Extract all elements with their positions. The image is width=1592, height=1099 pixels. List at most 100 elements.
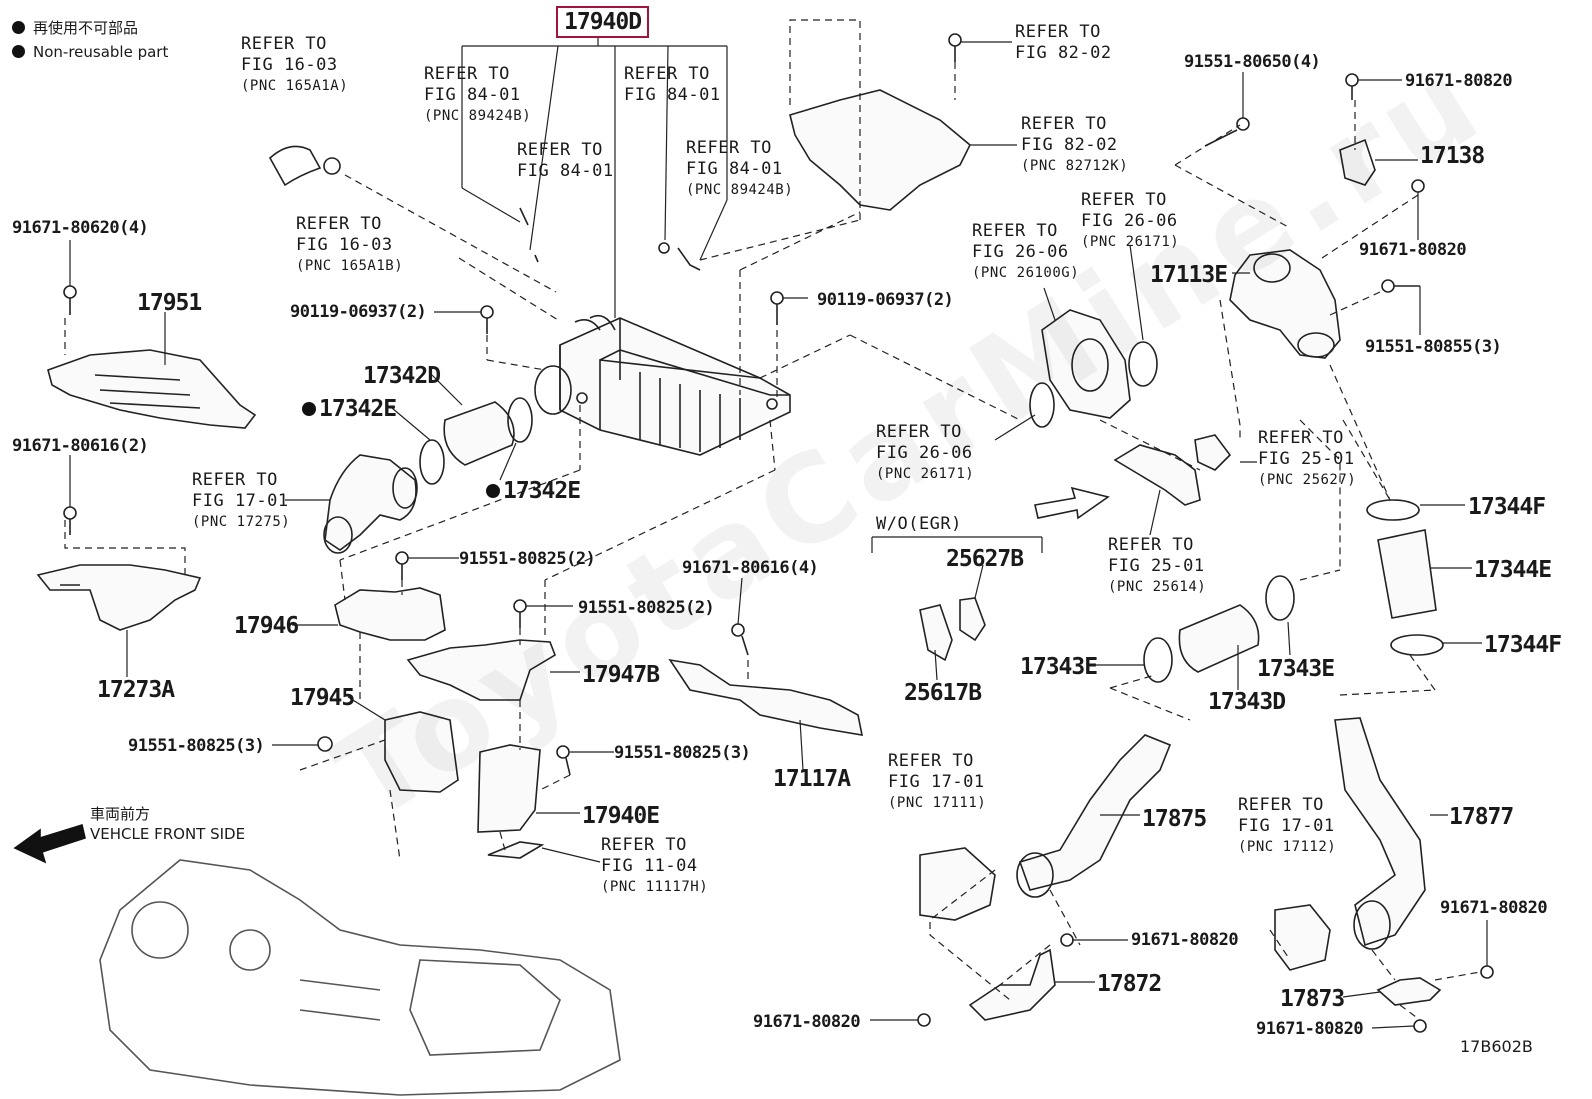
part-17343D[interactable]: 17343D	[1208, 689, 1286, 715]
gasket-25627B[interactable]	[959, 597, 986, 642]
ref-line1: REFER TO	[686, 138, 772, 158]
part-17273A[interactable]: 17273A	[97, 677, 175, 703]
ref-fig17-01-a[interactable]: REFER TO FIG 17-01 (PNC 17275)	[192, 470, 290, 533]
ref-fig17-01-b[interactable]: REFER TO FIG 17-01 (PNC 17111)	[888, 751, 986, 814]
clamp-17344F-b[interactable]	[1390, 634, 1444, 656]
ref-fig84-01-a[interactable]: REFER TO FIG 84-01 (PNC 89424B)	[424, 64, 531, 127]
hose-17343D[interactable]	[1178, 604, 1260, 673]
pipe-17342E[interactable]	[323, 454, 418, 554]
bracket-17947B[interactable]	[406, 639, 556, 701]
legend-jp-label: 再使用不可部品	[33, 19, 139, 37]
part-17344F-a[interactable]: 17344F	[1468, 494, 1546, 520]
part-91551-80825-d[interactable]: 91551-80825(3)	[614, 743, 751, 763]
part-17342E-a[interactable]: 17342E	[302, 396, 397, 422]
ref-line2: FIG 17-01	[1238, 816, 1335, 836]
part-91671-80820-e[interactable]: 91671-80820	[1440, 898, 1548, 918]
pipe-17877[interactable]	[1334, 717, 1426, 947]
ref-fig82-02-a[interactable]: REFER TO FIG 82-02	[1015, 22, 1112, 64]
part-17343E-a[interactable]: 17343E	[1020, 654, 1098, 680]
ref-fig26-06-c[interactable]: REFER TO FIG 26-06 (PNC 26171)	[1081, 190, 1179, 253]
part-17113E[interactable]: 17113E	[1150, 262, 1228, 288]
clamp-17343E-b[interactable]	[1265, 575, 1295, 621]
hose-17342D[interactable]	[443, 401, 515, 466]
part-91671-80820-d[interactable]: 91671-80820	[753, 1012, 861, 1032]
bracket-17940E[interactable]	[477, 744, 541, 833]
part-17873[interactable]: 17873	[1280, 986, 1345, 1012]
part-17946[interactable]: 17946	[234, 613, 299, 639]
part-17945[interactable]: 17945	[290, 685, 355, 711]
ref-fig25-01-a[interactable]: REFER TO FIG 25-01 (PNC 25627)	[1258, 428, 1356, 491]
part-17342D[interactable]: 17342D	[363, 363, 441, 389]
plate-25617B[interactable]	[919, 604, 953, 662]
ref-line1: REFER TO	[1238, 795, 1324, 815]
part-17872[interactable]: 17872	[1097, 971, 1162, 997]
clamp-17342E-2[interactable]	[507, 397, 533, 443]
pipe-17113E[interactable]	[1229, 249, 1341, 359]
part-90119-06937-b[interactable]: 90119-06937(2)	[817, 290, 954, 310]
part-91551-80825-a[interactable]: 91551-80825(2)	[459, 549, 596, 569]
ref-line1: REFER TO	[1081, 190, 1167, 210]
ref-fig16-03-a[interactable]: REFER TO FIG 16-03 (PNC 165A1A)	[241, 34, 348, 97]
part-91671-80616-a[interactable]: 91671-80616(2)	[12, 436, 149, 456]
ref-pnc: (PNC 11117H)	[601, 879, 709, 895]
throttle-body-26100G	[1041, 309, 1131, 419]
bracket-17872[interactable]	[968, 948, 1056, 1021]
part-25617B[interactable]: 25617B	[904, 680, 982, 706]
part-17342E-b[interactable]: 17342E	[486, 478, 581, 504]
ref-line1: REFER TO	[1021, 114, 1107, 134]
bracket-17945[interactable]	[384, 711, 459, 793]
clamp-17344F-a[interactable]	[1366, 499, 1420, 521]
ref-line1: REFER TO	[241, 34, 327, 54]
part-17877[interactable]: 17877	[1449, 804, 1514, 830]
part-91551-80650[interactable]: 91551-80650(4)	[1184, 52, 1321, 72]
ref-fig17-01-c[interactable]: REFER TO FIG 17-01 (PNC 17112)	[1238, 795, 1336, 858]
ref-fig26-06-b[interactable]: REFER TO FIG 26-06 (PNC 26171)	[876, 422, 974, 485]
part-91551-80825-c[interactable]: 91551-80825(3)	[128, 736, 265, 756]
ref-fig16-03-b[interactable]: REFER TO FIG 16-03 (PNC 165A1B)	[296, 214, 403, 277]
part-17138[interactable]: 17138	[1420, 143, 1485, 169]
ref-fig26-06-a[interactable]: REFER TO FIG 26-06 (PNC 26100G)	[972, 221, 1079, 284]
ref-line2: FIG 16-03	[241, 55, 338, 75]
part-90119-06937-a[interactable]: 90119-06937(2)	[290, 302, 427, 322]
part-91671-80820-c[interactable]: 91671-80820	[1131, 930, 1239, 950]
ref-fig84-01-d[interactable]: REFER TO FIG 84-01 (PNC 89424B)	[686, 138, 793, 201]
part-91671-80820-f[interactable]: 91671-80820	[1256, 1019, 1364, 1039]
part-17951[interactable]: 17951	[137, 290, 202, 316]
diagram-code: 17B602B	[1460, 1037, 1533, 1056]
clamp-17343E-a[interactable]	[1143, 637, 1173, 683]
ref-fig11-04[interactable]: REFER TO FIG 11-04 (PNC 11117H)	[601, 835, 708, 898]
part-91551-80855[interactable]: 91551-80855(3)	[1365, 337, 1502, 357]
highlighted-part-17940D[interactable]: 17940D	[556, 6, 650, 38]
part-17344E[interactable]: 17344E	[1474, 557, 1552, 583]
intercooler-17940D[interactable]	[534, 314, 791, 456]
ref-line1: REFER TO	[888, 751, 974, 771]
ref-fig84-01-c[interactable]: REFER TO FIG 84-01	[624, 64, 721, 106]
insulator-17117A[interactable]	[668, 658, 864, 736]
part-17343E-b[interactable]: 17343E	[1257, 656, 1335, 682]
part-17344F-b[interactable]: 17344F	[1484, 632, 1562, 658]
part-91551-80825-b[interactable]: 91551-80825(2)	[578, 598, 715, 618]
part-91671-80820-b[interactable]: 91671-80820	[1359, 240, 1467, 260]
ref-fig82-02-b[interactable]: REFER TO FIG 82-02 (PNC 82712K)	[1021, 114, 1128, 177]
bracket-17873[interactable]	[1376, 977, 1442, 1006]
pipe-17875[interactable]	[1018, 734, 1172, 891]
part-25627B[interactable]: 25627B	[946, 546, 1024, 572]
part-17117A[interactable]: 17117A	[773, 766, 851, 792]
clamp-17342E[interactable]	[419, 439, 445, 485]
cover-17951[interactable]	[47, 349, 257, 429]
part-91671-80620[interactable]: 91671-80620(4)	[12, 218, 149, 238]
part-91671-80820-a[interactable]: 91671-80820	[1405, 71, 1513, 91]
part-17940E[interactable]: 17940E	[582, 803, 660, 829]
part-91671-80616-b[interactable]: 91671-80616(4)	[682, 558, 819, 578]
ref-line2: FIG 26-06	[972, 242, 1069, 262]
part-17947B[interactable]: 17947B	[582, 662, 660, 688]
bracket-17138[interactable]	[1339, 138, 1376, 186]
part-17875[interactable]: 17875	[1142, 806, 1207, 832]
bracket-17946[interactable]	[334, 587, 446, 641]
ref-fig25-01-b[interactable]: REFER TO FIG 25-01 (PNC 25614)	[1108, 535, 1206, 598]
ref-fig84-01-b[interactable]: REFER TO FIG 84-01	[517, 140, 614, 182]
hose-17344E[interactable]	[1377, 529, 1437, 619]
legend-row-jp: 再使用不可部品	[12, 16, 168, 40]
bracket-17273A[interactable]	[36, 564, 202, 631]
ref-pnc: (PNC 89424B)	[424, 108, 532, 124]
